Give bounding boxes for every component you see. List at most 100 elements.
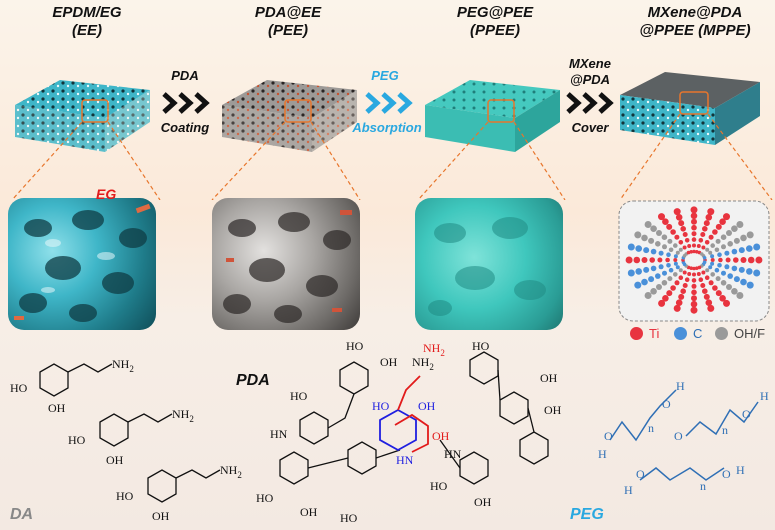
- mxene-atom: [627, 243, 635, 251]
- mxene-atom: [682, 232, 688, 237]
- mxene-atom: [738, 266, 745, 273]
- mxene-atom: [715, 276, 721, 282]
- pda-label: PDA: [236, 372, 270, 389]
- mxene-atom: [731, 288, 738, 295]
- pda-highlight: [379, 375, 429, 453]
- mxene-atom: [668, 267, 674, 273]
- stage-title-ee: EPDM/EG (EE): [22, 4, 152, 40]
- mxene-atom: [727, 241, 733, 247]
- mxene-atom: [708, 280, 714, 286]
- mxene-atom: [717, 263, 722, 268]
- mxene-atom: [634, 281, 642, 289]
- mxene-atom: [703, 293, 710, 300]
- mxene-atom: [726, 284, 732, 290]
- dopamine-structures: [39, 363, 221, 503]
- mxene-atom: [635, 245, 642, 252]
- pda-oh-label: OH: [380, 355, 398, 369]
- pda-oh-label: OH: [474, 495, 492, 509]
- mxene-atom: [714, 267, 720, 273]
- mxene-atom: [673, 272, 678, 277]
- mxene-atom: [684, 238, 690, 243]
- mxene-atom: [657, 257, 663, 263]
- mxene-atom: [700, 283, 706, 288]
- mxene-atom: [641, 234, 648, 242]
- pda-hn-label: HN: [270, 427, 288, 441]
- mxene-atom: [702, 226, 708, 232]
- legend-label: C: [693, 326, 703, 341]
- mxene-atom: [680, 226, 686, 232]
- mxene-atom: [687, 244, 692, 248]
- mxene-atom: [641, 278, 648, 286]
- legend-label: Ti: [649, 326, 660, 341]
- mxene-atom: [691, 283, 697, 289]
- pda-ho-label: HO: [256, 491, 274, 505]
- mxene-atom: [726, 230, 732, 236]
- mxene-atom: [710, 261, 715, 266]
- mxene-atom: [701, 245, 706, 250]
- mxene-atom: [690, 212, 698, 220]
- pda-red-nh2-label: NH2: [423, 341, 445, 358]
- mxene-atom: [746, 281, 754, 289]
- mxene-atom: [705, 247, 710, 252]
- mxene-atom: [695, 266, 699, 270]
- mxene-atom: [698, 238, 704, 243]
- mxene-atom: [666, 290, 673, 297]
- mxene-atom: [680, 288, 686, 294]
- mxene-atom: [689, 250, 693, 254]
- mxene-atom: [696, 244, 701, 248]
- mxene-atom: [702, 288, 708, 294]
- stage-title-line: MXene@PDA: [647, 4, 743, 21]
- mxene-atom: [692, 272, 696, 277]
- pda-oh-label: OH: [540, 371, 558, 385]
- mxene-atom: [692, 249, 696, 254]
- peg-structure: [609, 389, 759, 481]
- da-ho-label: HO: [10, 381, 28, 395]
- mxene-atom: [658, 213, 665, 221]
- mxene-atom: [710, 258, 715, 262]
- pda-ho-label: HO: [340, 511, 358, 525]
- mxene-atom: [692, 243, 696, 248]
- stage-title-line: PDA@EE: [254, 4, 322, 21]
- mxene-atom: [724, 250, 730, 256]
- pda-structure: [279, 351, 549, 485]
- mxene-atom: [731, 248, 738, 255]
- mxene-atom: [710, 254, 715, 259]
- mxene-atom: [665, 257, 670, 263]
- mxene-atom: [753, 269, 761, 277]
- mxene-atom: [718, 257, 723, 263]
- zoom-panel-ppee: [415, 198, 563, 330]
- mxene-atom: [666, 252, 671, 257]
- da-label: DA: [10, 506, 34, 523]
- pda-oh-label: OH: [544, 403, 562, 417]
- stage-title-line: (PEE): [267, 22, 308, 39]
- mxene-atom: [746, 245, 753, 252]
- mxene-atom: [673, 243, 678, 248]
- mxene-atom: [666, 263, 671, 268]
- da-nh2-label: NH2: [172, 407, 194, 424]
- mxene-atom: [634, 231, 642, 239]
- mxene-atom: [678, 240, 684, 245]
- mxene-atom: [662, 295, 669, 302]
- mxene-atom: [648, 276, 655, 283]
- peg-h-label: H: [676, 379, 685, 393]
- stage-title-ppee: PEG@PEE (PPEE): [430, 4, 560, 40]
- da-ho-label: HO: [68, 433, 86, 447]
- mxene-atom: [723, 213, 730, 221]
- mxene-atom: [703, 220, 710, 227]
- mxene-atom: [705, 299, 713, 306]
- mxene-atom: [682, 283, 688, 288]
- mxene-atom: [715, 223, 722, 230]
- mxene-atom: [733, 237, 740, 244]
- mxene-atom: [736, 292, 744, 299]
- mxene-atom: [691, 289, 697, 296]
- mxene-atom: [723, 299, 730, 307]
- mxene-atom: [705, 268, 710, 273]
- eg-label: EG: [96, 186, 117, 202]
- mxene-atom: [719, 218, 726, 225]
- mxene-atom: [644, 292, 652, 299]
- mxene-atom: [655, 273, 661, 279]
- pee-block: [222, 80, 357, 152]
- peg-h-label: H: [736, 463, 745, 477]
- zoom-panel-pee: [212, 198, 360, 330]
- pda-hn-label: HN: [444, 447, 462, 461]
